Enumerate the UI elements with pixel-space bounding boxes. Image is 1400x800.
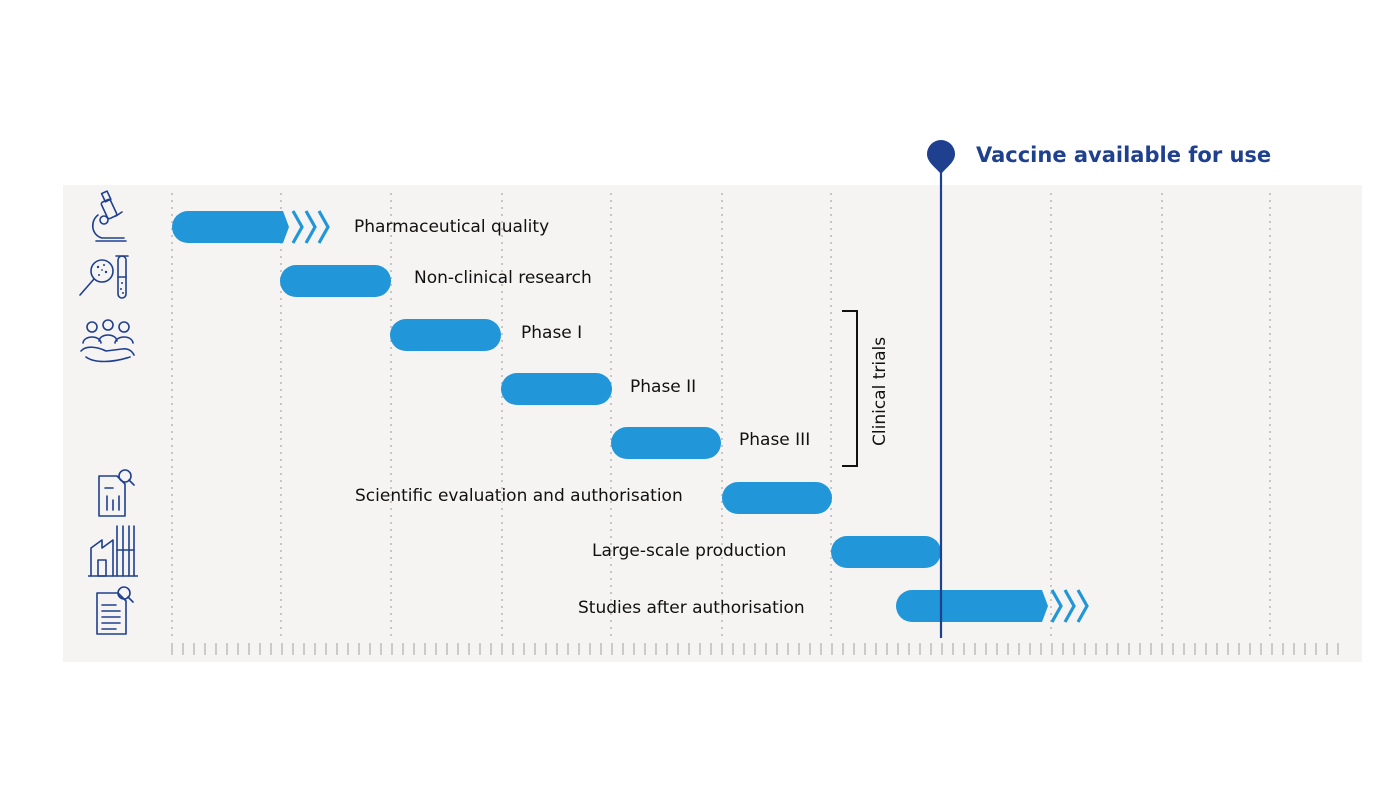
bar-scientific-evaluation (722, 482, 832, 514)
chevron-icon (1076, 589, 1089, 623)
clinical-trials-label: Clinical trials (870, 336, 890, 446)
bar-non-clinical-research (280, 265, 391, 297)
stage-label-phase-1: Phase I (521, 323, 583, 343)
bar-phase-1 (390, 319, 501, 351)
factory-icon (88, 525, 138, 577)
chevron-icon (1050, 589, 1063, 623)
microscope-icon (92, 190, 127, 242)
stage-label-studies-after-authorisation: Studies after authorisation (578, 598, 805, 618)
stage-label-non-clinical-research: Non-clinical research (414, 268, 592, 288)
chevron-icon (1063, 589, 1076, 623)
stage-label-phase-3: Phase III (739, 430, 811, 450)
chevron-icon (317, 210, 330, 244)
clinical-trials-bracket (842, 310, 858, 467)
chevron-icon (291, 210, 304, 244)
magnifier-test-tube-icon (79, 255, 129, 299)
milestone-pin-icon (927, 140, 955, 174)
bar-large-scale-production (831, 536, 941, 568)
stage-label-large-scale-production: Large-scale production (592, 541, 787, 561)
stage-label-pharmaceutical-quality: Pharmaceutical quality (354, 217, 550, 237)
stage-label-phase-2: Phase II (630, 377, 697, 397)
bar-studies-after-authorisation (896, 590, 1048, 622)
people-icon (80, 319, 135, 363)
timeline-panel (63, 185, 1362, 662)
milestone-label: Vaccine available for use (976, 143, 1272, 167)
chevron-icon (304, 210, 317, 244)
stage-label-scientific-evaluation: Scientific evaluation and authorisation (355, 486, 683, 506)
bar-pharmaceutical-quality (172, 211, 289, 243)
document-search-icon (96, 586, 134, 635)
bar-phase-3 (611, 427, 721, 459)
document-review-icon (98, 469, 135, 517)
bar-phase-2 (501, 373, 612, 405)
